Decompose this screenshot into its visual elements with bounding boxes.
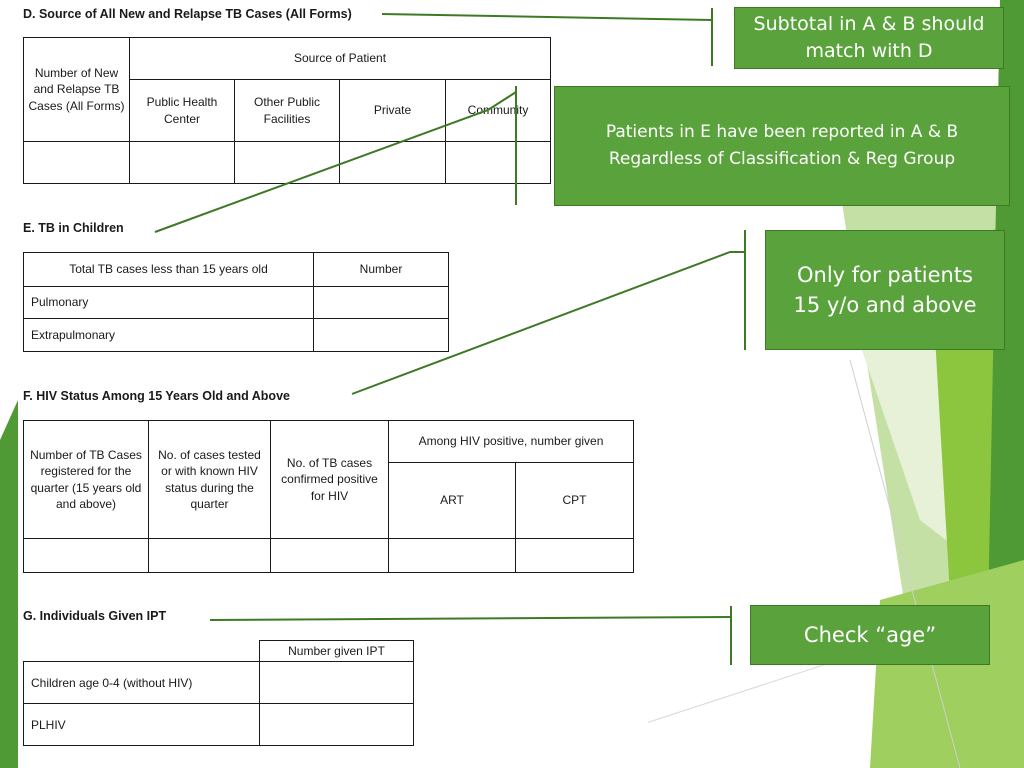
callout-check-age: Check “age”: [750, 605, 990, 665]
e-input-pulmonary[interactable]: [313, 286, 449, 319]
g-header-number: Number given IPT: [259, 639, 414, 663]
f-col-art: ART: [388, 462, 516, 539]
callout-subtotal: Subtotal in A & B should match with D: [734, 7, 1004, 69]
section-d-title: D. Source of All New and Relapse TB Case…: [23, 7, 352, 21]
e-row-pulmonary: Pulmonary: [23, 286, 314, 319]
g-header-blank: [24, 641, 260, 662]
section-g-table: Number given IPT Children age 0-4 (witho…: [23, 639, 414, 747]
section-g-title: G. Individuals Given IPT: [23, 609, 167, 623]
d-source-private: Private: [339, 79, 446, 142]
d-source-other-public: Other Public Facilities: [234, 79, 340, 142]
section-e-table: Total TB cases less than 15 years old Nu…: [23, 252, 449, 352]
callout-only-15: Only for patients 15 y/o and above: [765, 230, 1005, 350]
e-row-extrapulmonary: Extrapulmonary: [23, 318, 314, 352]
d-input-community[interactable]: [445, 141, 551, 184]
f-input-registered[interactable]: [23, 538, 149, 573]
section-f-table: Number of TB Cases registered for the qu…: [23, 420, 635, 573]
f-input-confirmed[interactable]: [270, 538, 389, 573]
e-header-label: Total TB cases less than 15 years old: [23, 252, 314, 287]
f-input-tested[interactable]: [148, 538, 271, 573]
d-input-number[interactable]: [23, 141, 130, 184]
section-e-title: E. TB in Children: [23, 221, 124, 235]
d-source-phc: Public Health Center: [129, 79, 235, 142]
section-d-table: Number of New and Relapse TB Cases (All …: [23, 37, 551, 184]
g-row-plhiv: PLHIV: [23, 703, 260, 747]
f-col-confirmed: No. of TB cases confirmed positive for H…: [270, 420, 389, 539]
section-f-title: F. HIV Status Among 15 Years Old and Abo…: [23, 389, 290, 403]
d-input-phc[interactable]: [129, 141, 235, 184]
d-col-source: Source of Patient: [129, 37, 551, 80]
f-col-cpt: CPT: [514, 462, 635, 539]
f-col-tested: No. of cases tested or with known HIV st…: [148, 420, 271, 539]
g-input-plhiv[interactable]: [259, 703, 414, 747]
g-row-children: Children age 0-4 (without HIV): [23, 661, 260, 705]
d-source-community: Community: [445, 79, 551, 142]
g-input-children[interactable]: [259, 661, 414, 705]
callout-patients-e: Patients in E have been reported in A & …: [554, 86, 1010, 206]
d-input-private[interactable]: [339, 141, 446, 184]
d-input-other-public[interactable]: [234, 141, 340, 184]
e-input-extrapulmonary[interactable]: [313, 318, 449, 352]
e-header-number: Number: [313, 252, 449, 287]
f-input-cpt[interactable]: [514, 538, 635, 573]
f-input-art[interactable]: [388, 538, 516, 573]
f-col-registered: Number of TB Cases registered for the qu…: [23, 420, 149, 539]
bg-thin-line: [849, 359, 961, 768]
f-col-given: Among HIV positive, number given: [387, 420, 635, 463]
d-col-number: Number of New and Relapse TB Cases (All …: [23, 37, 130, 142]
bg-left-strip: [0, 400, 18, 768]
